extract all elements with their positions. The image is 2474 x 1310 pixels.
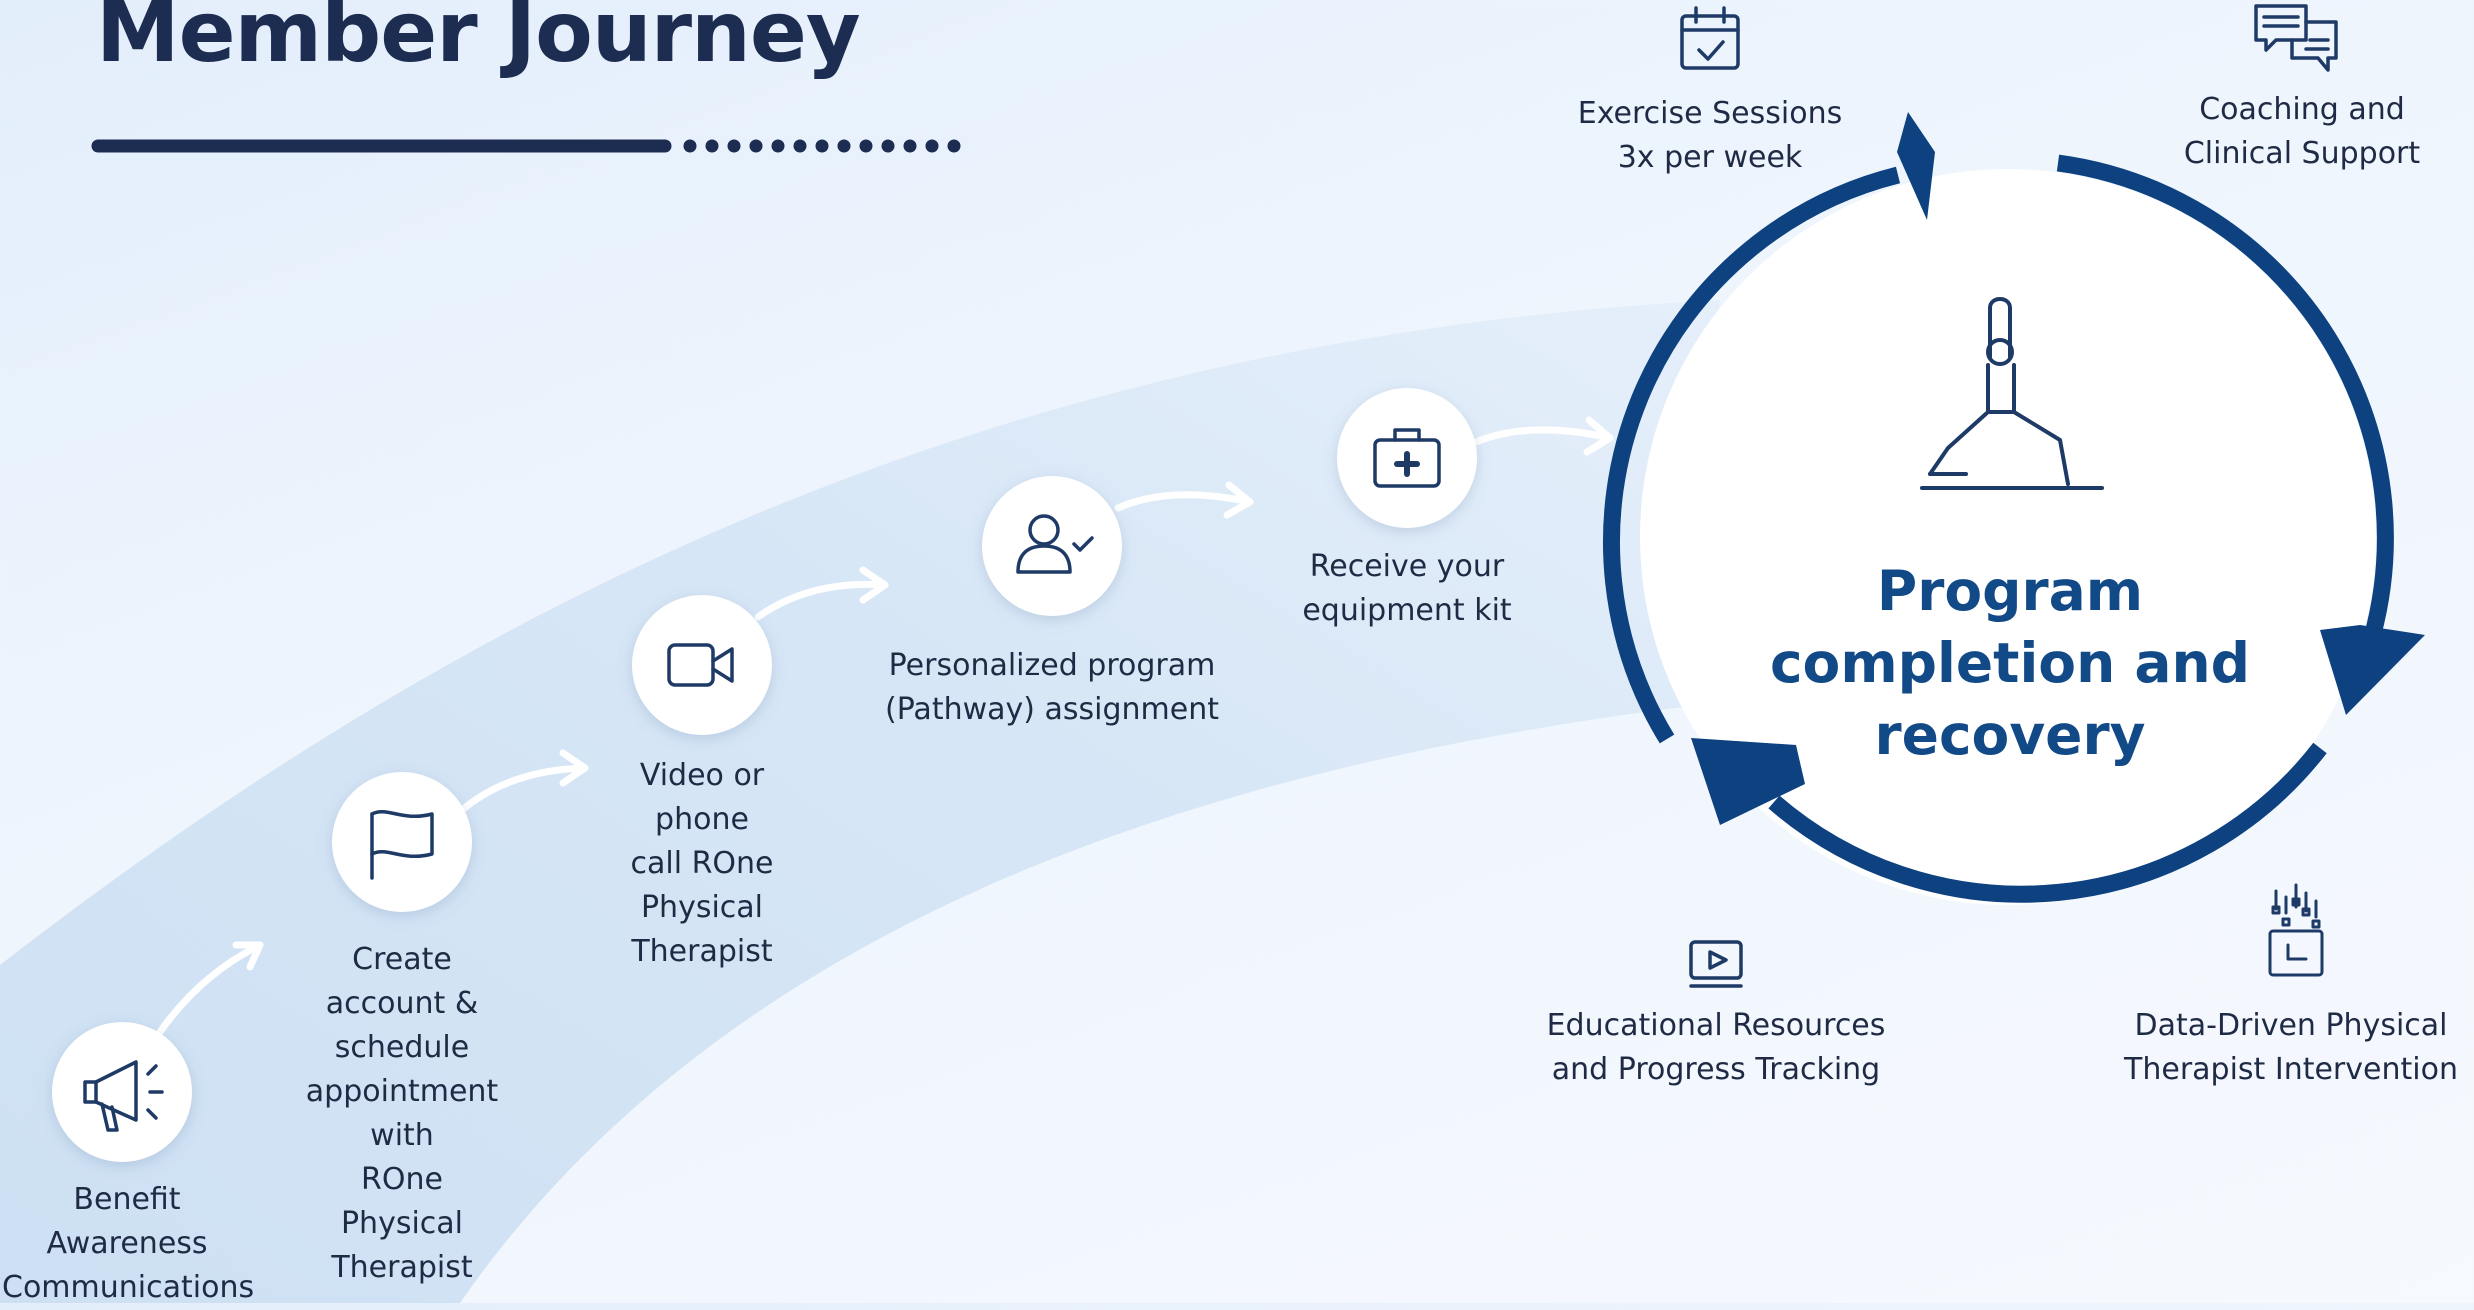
- step-label-equipment-kit: Receive your equipment kit: [1302, 549, 1512, 628]
- flag-icon: [370, 809, 434, 880]
- cycle-label-coaching-support: Coaching and Clinical Support: [2183, 92, 2421, 171]
- chat-bubbles-icon: [2254, 4, 2338, 72]
- connector-arrow-3: [754, 566, 889, 621]
- ring-arc-top-right: [2056, 154, 2394, 660]
- ring-arrowhead-top: [1897, 112, 1935, 220]
- step-equipment-kit: [1337, 388, 1477, 528]
- title-dots: [683, 139, 961, 153]
- step-benefit-awareness: [52, 1022, 192, 1162]
- journey-band: [0, 300, 1720, 1303]
- ring-arrowhead-left: [1691, 738, 1805, 825]
- cycle-label-educational-resources: Educational Resources and Progress Track…: [1546, 1008, 1886, 1087]
- cycle-label-data-driven-intervention: Data-Driven Physical Therapist Intervent…: [2124, 1008, 2458, 1087]
- yoga-pose-icon: [1920, 297, 2104, 490]
- ring-arc-bottom: [1768, 742, 2327, 903]
- play-screen-icon: [1689, 940, 1743, 988]
- step-personalized-program: [982, 476, 1122, 616]
- center-circle: [1640, 169, 2376, 905]
- calendar-check-icon: [1680, 6, 1740, 70]
- ring-arrowhead-right: [2320, 625, 2425, 715]
- connector-arrow-1: [156, 941, 264, 1036]
- step-label-create-account: Create account & schedule appointment wi…: [305, 942, 499, 1285]
- user-check-icon: [1016, 514, 1094, 574]
- step-label-personalized-program: Personalized program (Pathway) assignmen…: [884, 648, 1219, 727]
- megaphone-icon: [83, 1060, 164, 1132]
- cycle-ring: [1602, 154, 2394, 903]
- connector-arrow-5: [1472, 416, 1614, 456]
- step-create-account: [332, 772, 472, 912]
- step-video-call: [632, 595, 772, 735]
- connector-arrow-4: [1114, 481, 1254, 519]
- cycle-label-exercise-sessions: Exercise Sessions 3x per week: [1577, 96, 1843, 175]
- data-chart-icon: [2268, 883, 2324, 977]
- step-label-benefit-awareness: Benefit Awareness Communications: [2, 1182, 255, 1305]
- page-title: Member Journey: [96, 0, 861, 81]
- video-camera-icon: [667, 643, 734, 687]
- cycle-center-title: Program completion and recovery: [1769, 559, 2251, 767]
- step-label-video-call: Video or phone call ROne Physical Therap…: [630, 758, 774, 969]
- medical-kit-icon: [1373, 428, 1441, 488]
- connector-arrow-2: [458, 749, 589, 814]
- ring-arc-top-left: [1602, 166, 1901, 744]
